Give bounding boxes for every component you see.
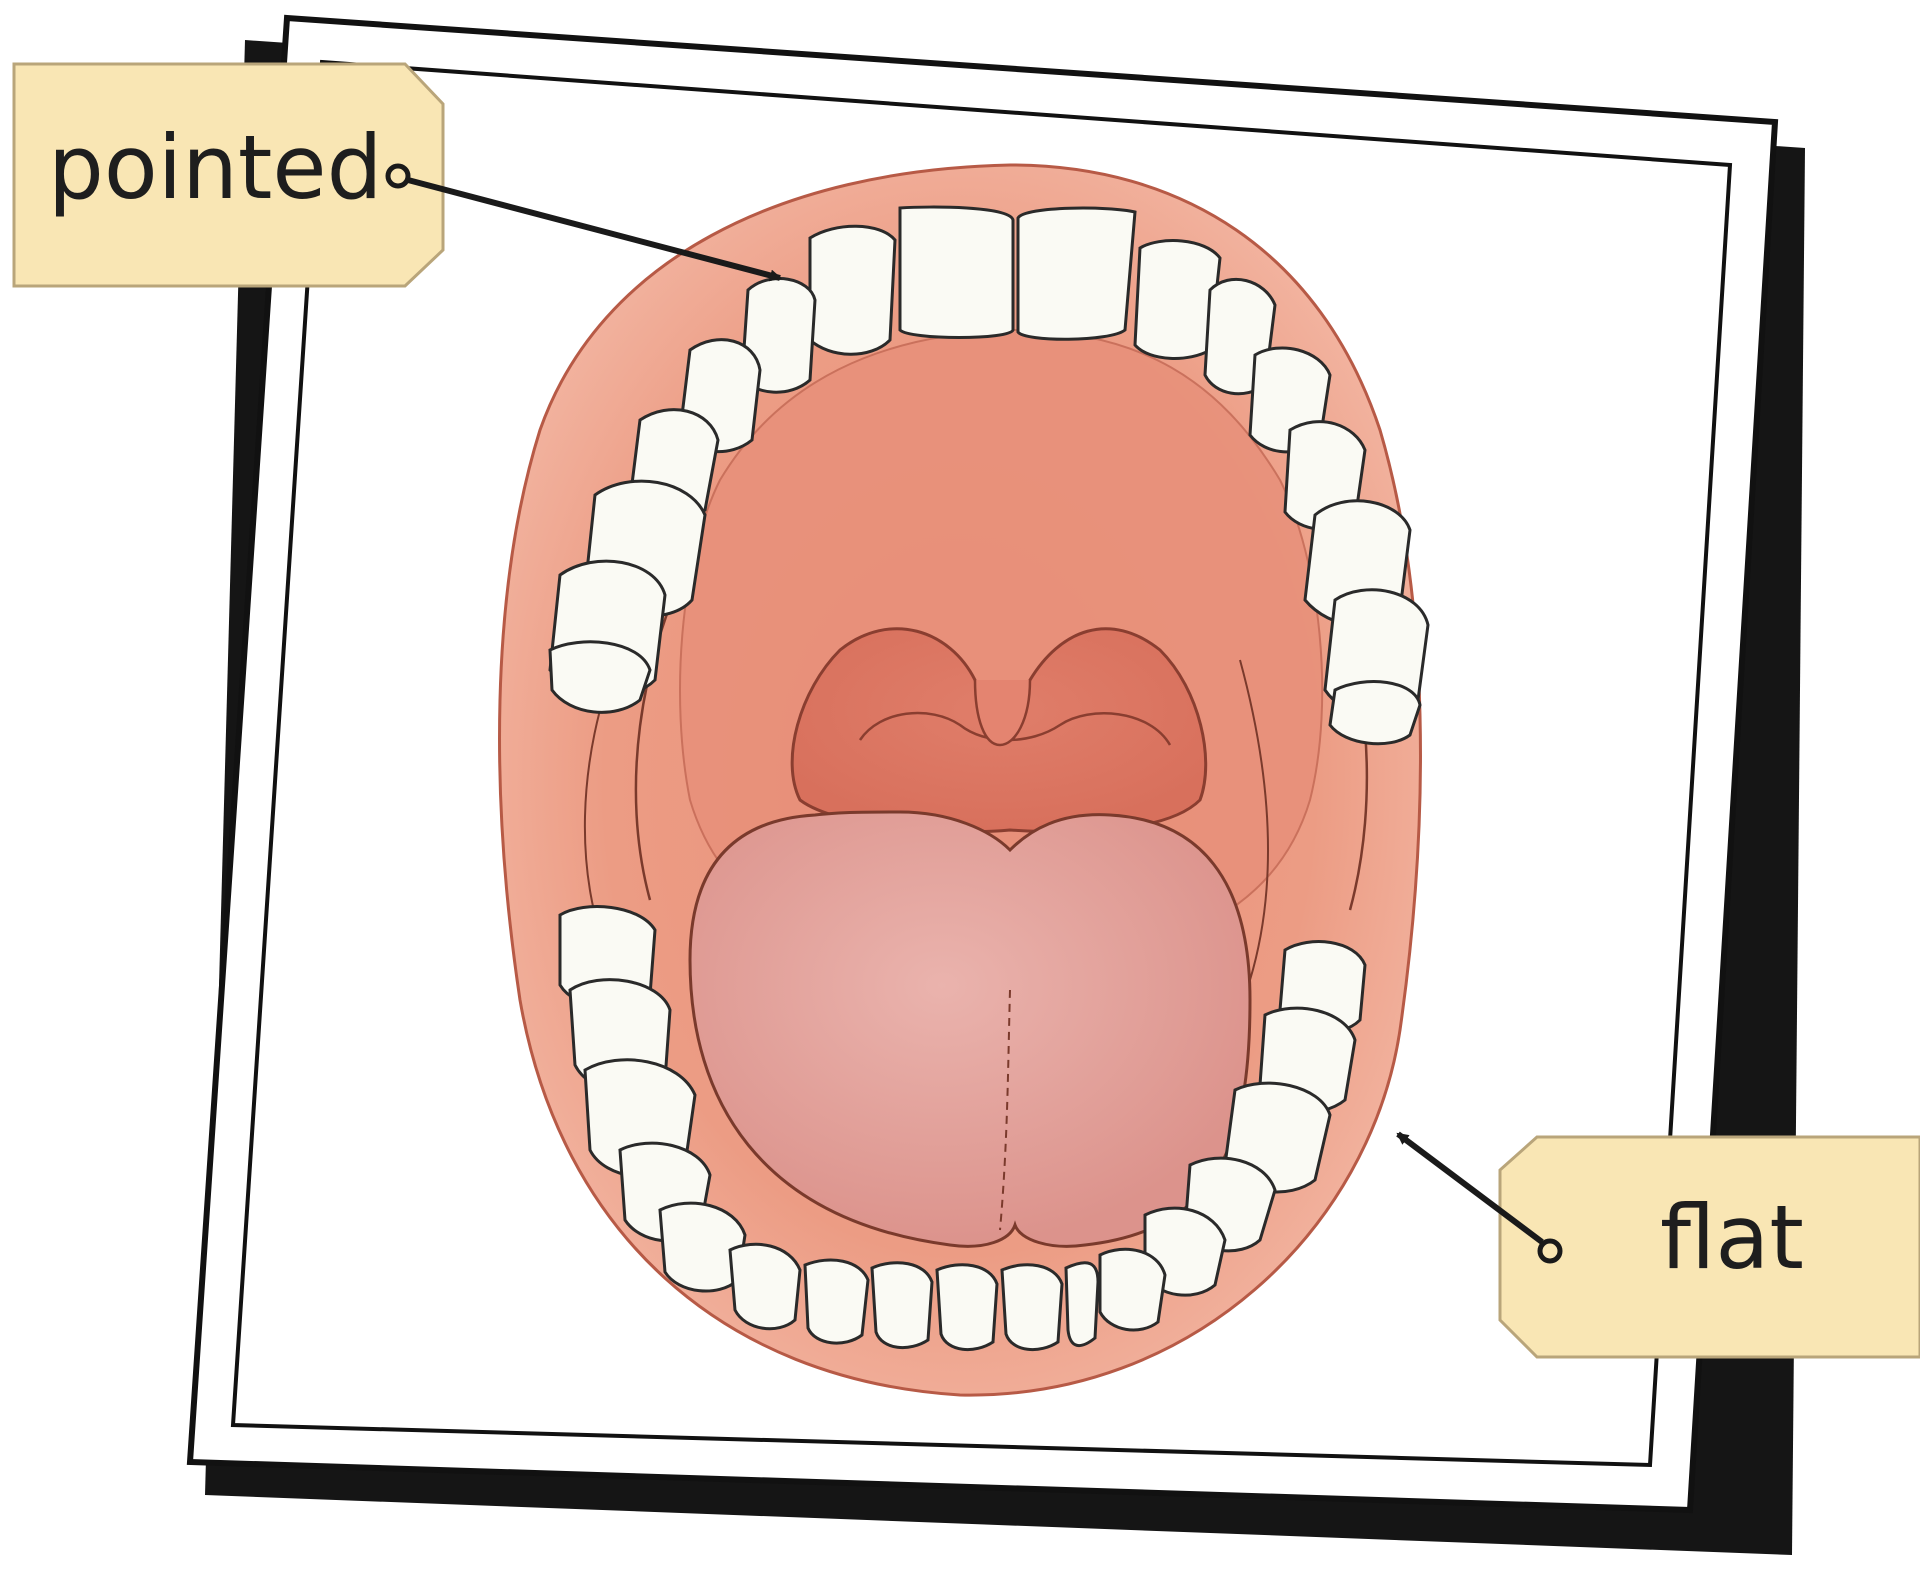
label-pointed-text: pointed — [48, 116, 382, 219]
lower-canine-left — [730, 1244, 800, 1328]
lower-incisor-5 — [1066, 1263, 1098, 1346]
lower-canine-right — [1100, 1249, 1165, 1330]
label-flat-text: flat — [1660, 1186, 1804, 1289]
upper-molar-left-3 — [550, 642, 650, 713]
mouth-illustration — [500, 165, 1428, 1395]
lower-incisor-2 — [872, 1263, 932, 1348]
upper-molar-right-3 — [1330, 682, 1420, 744]
lower-incisor-4 — [1002, 1265, 1062, 1350]
upper-incisor-left — [900, 207, 1013, 337]
lower-incisor-3 — [937, 1265, 997, 1350]
upper-incisor-right — [1018, 208, 1135, 339]
upper-lateral-left — [810, 226, 895, 354]
lower-incisor-1 — [805, 1260, 868, 1343]
